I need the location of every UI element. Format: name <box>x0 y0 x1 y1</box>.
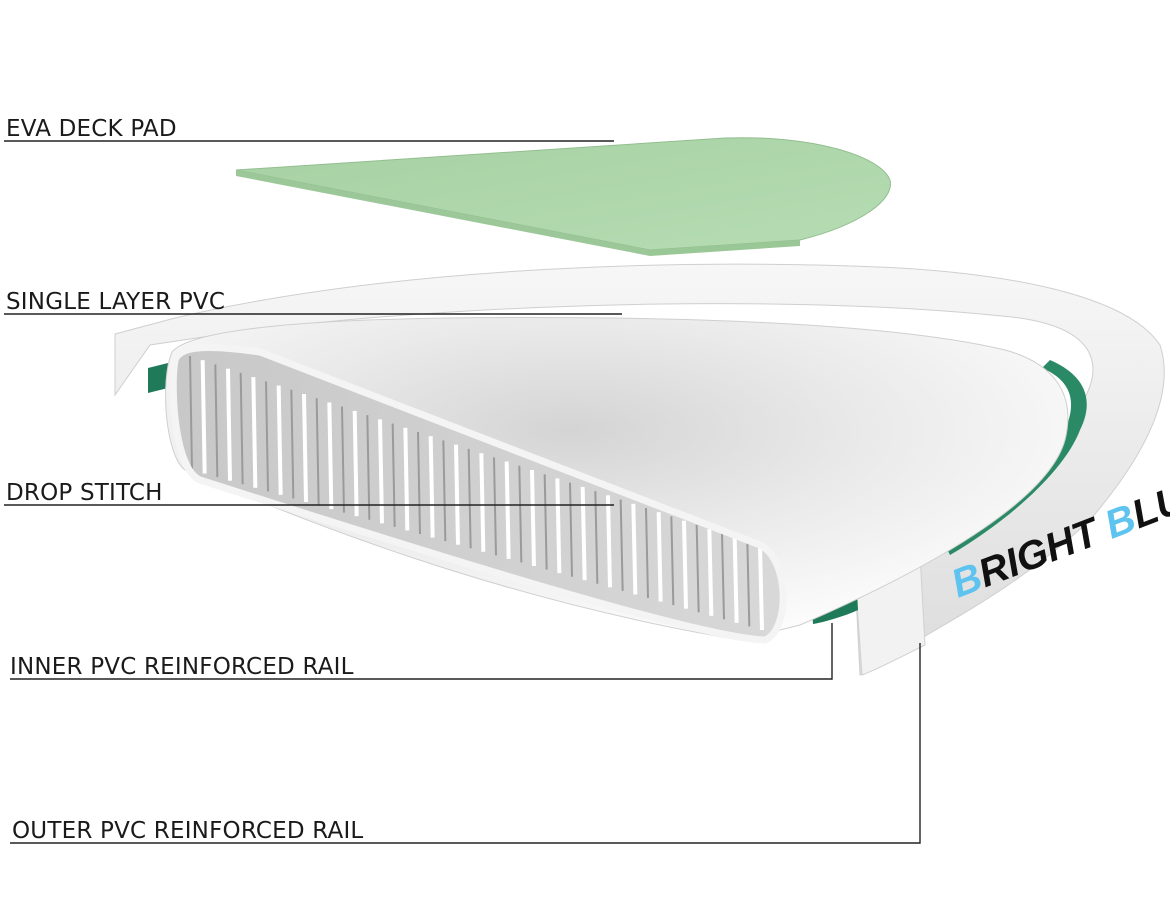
leader-lines <box>4 140 921 844</box>
drop-stitch-thread <box>239 372 244 485</box>
drop-stitch-thread <box>543 474 548 570</box>
drop-stitch-thread <box>695 524 700 613</box>
eva-deck-pad-layer <box>235 137 891 256</box>
drop-stitch-thread <box>504 461 511 559</box>
label-inner-rail: INNER PVC REINFORCED RAIL <box>10 654 354 680</box>
drop-stitch-thread <box>189 355 193 471</box>
drop-stitch-threads <box>189 355 764 631</box>
label-single-layer-pvc: SINGLE LAYER PVC <box>6 289 226 315</box>
drop-stitch-thread <box>226 368 232 481</box>
drop-stitch-thread <box>569 482 573 577</box>
drop-stitch-thread <box>580 486 587 581</box>
drop-stitch-thread <box>378 419 384 524</box>
leader-inner-rail <box>10 623 833 680</box>
drop-stitch-thread <box>200 360 207 474</box>
drop-stitch-thread <box>758 545 764 631</box>
drop-stitch-thread <box>619 499 624 591</box>
drop-stitch-thread <box>251 377 258 488</box>
drop-stitch-thread <box>493 457 497 556</box>
drop-stitch-thread <box>479 453 486 552</box>
drop-stitch-thread <box>732 537 739 623</box>
drop-stitch-thread <box>341 406 345 513</box>
drop-stitch-thread <box>670 516 675 606</box>
drop-stitch-thread <box>518 465 523 563</box>
drop-stitch-thread <box>290 389 295 499</box>
pvc-board-body <box>165 316 1069 644</box>
leader-outer-rail <box>10 643 921 844</box>
drop-stitch-thread <box>302 393 308 503</box>
drop-stitch-thread <box>606 495 612 588</box>
drop-stitch-thread <box>721 533 725 620</box>
drop-stitch-thread <box>315 398 320 506</box>
drop-stitch-thread <box>746 541 751 627</box>
drop-stitch-thread <box>555 478 562 574</box>
drop-stitch-thread <box>417 431 421 535</box>
label-drop-stitch: DROP STITCH <box>6 480 163 506</box>
drop-stitch-thread <box>454 444 460 545</box>
drop-stitch-thread <box>352 410 359 517</box>
drop-stitch-thread <box>682 520 688 609</box>
drop-stitch-thread <box>214 364 219 478</box>
drop-stitch-thread <box>442 440 447 542</box>
drop-stitch-thread <box>594 491 599 584</box>
drop-stitch-thread <box>428 436 435 538</box>
drop-stitch-thread <box>403 427 410 531</box>
label-outer-rail: OUTER PVC REINFORCED RAIL <box>12 818 364 844</box>
drop-stitch-thread <box>530 469 536 567</box>
drop-stitch-thread <box>391 423 396 527</box>
drop-stitch-thread <box>265 381 269 492</box>
drop-stitch-thread <box>276 385 283 495</box>
drop-stitch-thread <box>707 529 714 616</box>
drop-stitch-thread <box>645 507 649 599</box>
drop-stitch-thread <box>631 503 638 595</box>
drop-stitch-thread <box>366 415 371 520</box>
drop-stitch-thread <box>467 448 472 549</box>
drop-stitch-thread <box>656 512 663 602</box>
label-eva-deck-pad: EVA DECK PAD <box>6 116 177 142</box>
drop-stitch-thread <box>327 402 334 510</box>
